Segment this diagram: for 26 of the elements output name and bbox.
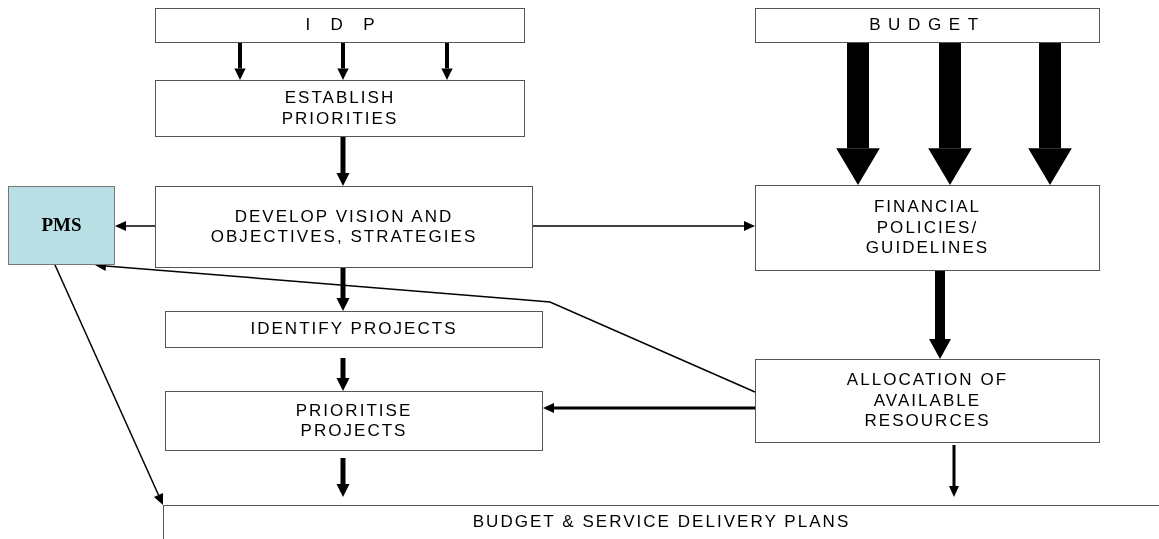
arrow: [337, 43, 349, 80]
process-box: FINANCIAL POLICIES/ GUIDELINES: [755, 185, 1100, 271]
process-box: DEVELOP VISION AND OBJECTIVES, STRATEGIES: [155, 186, 533, 268]
process-box: PRIORITISE PROJECTS: [165, 391, 543, 451]
arrow: [928, 43, 972, 185]
pms-box: PMS: [8, 186, 115, 265]
arrow: [234, 43, 246, 80]
arrow: [441, 43, 453, 80]
arrow: [532, 221, 755, 231]
arrow: [836, 43, 880, 185]
arrow: [336, 358, 350, 391]
arrow: [949, 445, 959, 497]
arrow: [336, 268, 350, 311]
process-box: IDENTIFY PROJECTS: [165, 311, 543, 348]
arrow: [336, 458, 350, 497]
process-box: ALLOCATION OF AVAILABLE RESOURCES: [755, 359, 1100, 443]
arrow: [336, 137, 350, 186]
output-band: BUDGET & SERVICE DELIVERY PLANS: [163, 505, 1159, 539]
source-box: BUDGET: [755, 8, 1100, 43]
source-box: IDP: [155, 8, 525, 43]
arrow: [54, 264, 164, 505]
process-box: ESTABLISH PRIORITIES: [155, 80, 525, 137]
arrow: [543, 403, 755, 413]
arrow: [1028, 43, 1072, 185]
arrow: [115, 221, 156, 231]
arrow: [929, 271, 951, 359]
